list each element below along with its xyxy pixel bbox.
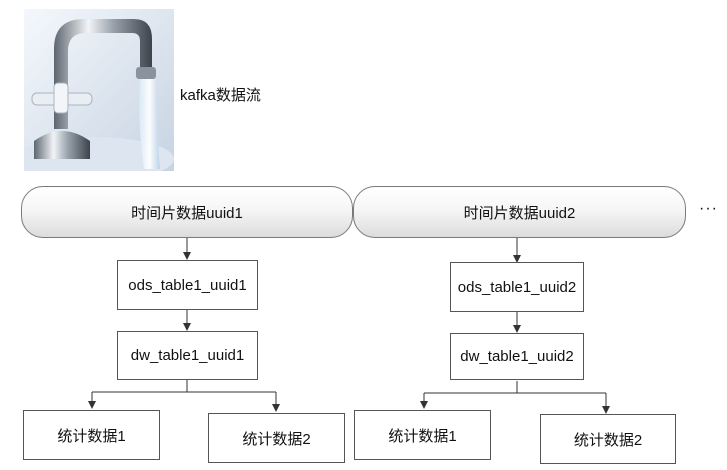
dw-table-uuid1: dw_table1_uuid1: [117, 331, 258, 380]
kafka-stream-label: kafka数据流: [180, 87, 261, 104]
ods-table-uuid2: ods_table1_uuid2: [450, 262, 584, 312]
stats-data-1-group1: 统计数据1: [23, 410, 160, 460]
stats-data-2-group2: 统计数据2: [540, 414, 676, 464]
stats-data-2-group1: 统计数据2: [208, 413, 345, 463]
faucet-image: [24, 9, 174, 171]
ods-table-uuid1: ods_table1_uuid1: [117, 260, 258, 310]
more-ellipsis: ···: [699, 200, 718, 217]
dw-table-uuid2: dw_table1_uuid2: [450, 333, 584, 380]
stats-data-1-group2: 统计数据1: [354, 410, 491, 460]
time-slice-uuid2: 时间片数据uuid2: [353, 186, 686, 238]
time-slice-uuid1: 时间片数据uuid1: [21, 186, 353, 238]
